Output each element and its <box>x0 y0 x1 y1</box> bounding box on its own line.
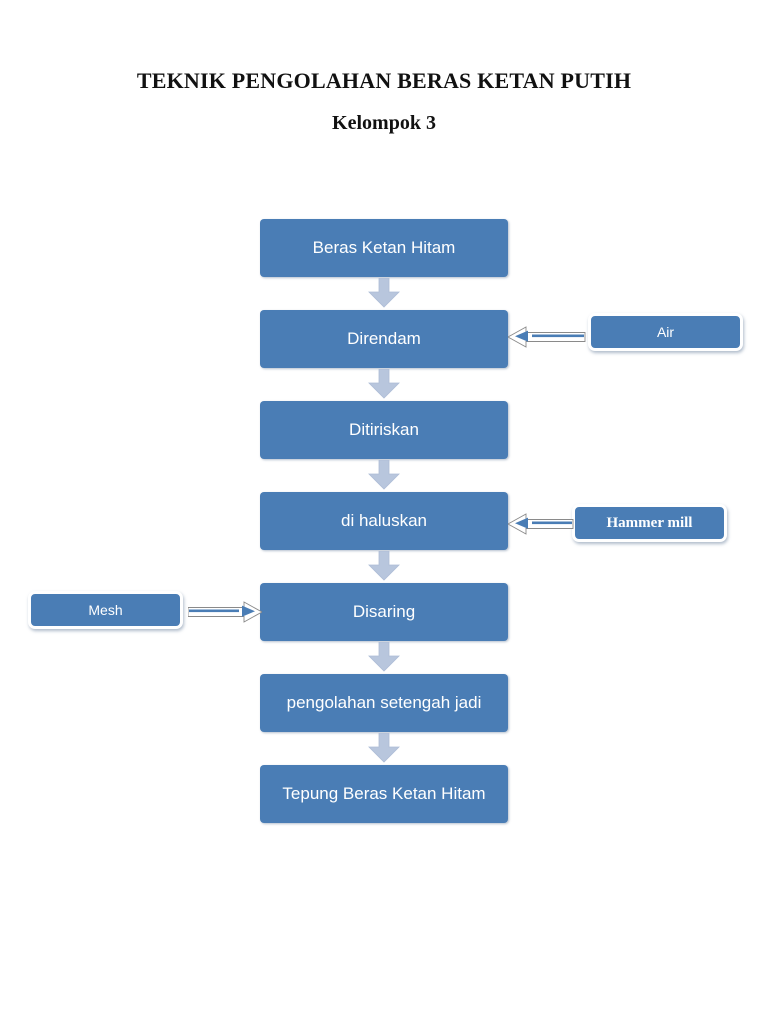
arrow-left-icon <box>508 511 574 537</box>
flow-node-label: pengolahan setengah jadi <box>286 692 482 712</box>
arrow-down-icon <box>368 278 400 308</box>
arrow-down-icon <box>368 551 400 581</box>
flow-input-air[interactable]: Air <box>588 313 743 351</box>
flow-input-label: Hammer mill <box>606 514 693 531</box>
flow-node-di-haluskan[interactable]: di haluskan <box>260 492 508 550</box>
flow-node-label: di haluskan <box>340 510 427 530</box>
flow-node-label: Disaring <box>352 601 416 621</box>
flow-node-label: Ditiriskan <box>349 419 419 439</box>
arrow-down-icon <box>368 733 400 763</box>
page-title: TEKNIK PENGOLAHAN BERAS KETAN PUTIH <box>136 68 632 93</box>
arrow-down-icon <box>368 369 400 399</box>
arrow-down-icon <box>368 460 400 490</box>
page-subtitle: Kelompok 3 <box>332 112 436 134</box>
arrow-right-icon <box>188 599 262 625</box>
flow-input-label: Mesh <box>88 602 123 618</box>
flow-node-direndam[interactable]: Direndam <box>260 310 508 368</box>
flow-node-label: Tepung Beras Ketan Hitam <box>282 783 486 803</box>
flow-node-beras-ketan-hitam[interactable]: Beras Ketan Hitam <box>260 219 508 277</box>
flow-node-disaring[interactable]: Disaring <box>260 583 508 641</box>
flow-node-label: Direndam <box>347 328 421 348</box>
flow-input-hammer-mill[interactable]: Hammer mill <box>572 504 727 542</box>
arrow-down-icon <box>368 642 400 672</box>
flow-node-pengolahan-setengah-jadi[interactable]: pengolahan setengah jadi <box>260 674 508 732</box>
flow-node-ditiriskan[interactable]: Ditiriskan <box>260 401 508 459</box>
flow-input-mesh[interactable]: Mesh <box>28 591 183 629</box>
arrow-left-icon <box>508 324 586 350</box>
flow-input-label: Air <box>656 324 675 340</box>
flow-node-label: Beras Ketan Hitam <box>312 237 456 257</box>
flow-node-tepung-beras-ketan-hitam[interactable]: Tepung Beras Ketan Hitam <box>260 765 508 823</box>
